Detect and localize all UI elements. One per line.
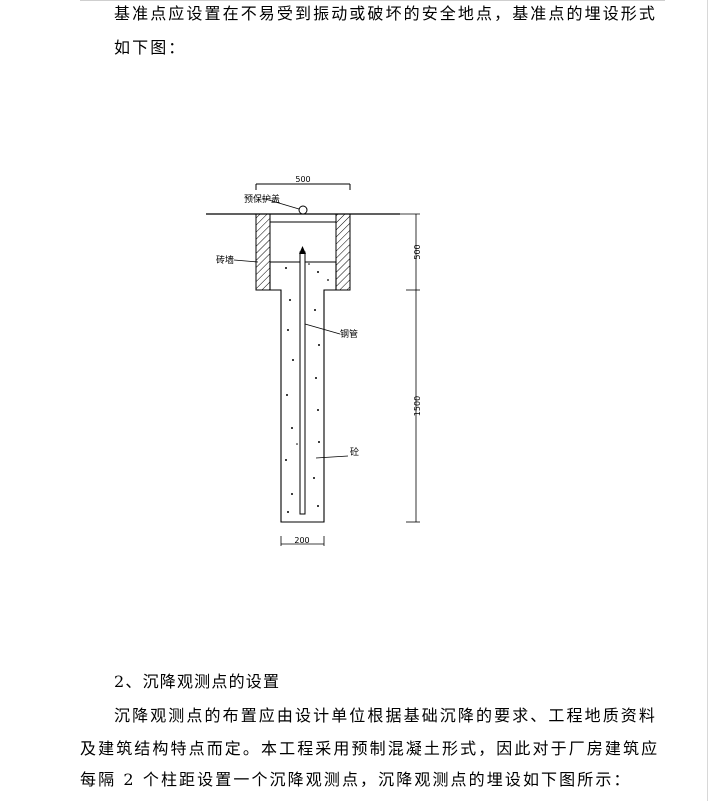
label-brick: 砖墙 (216, 254, 234, 266)
paragraph-2-line-2: 及建筑结构特点而定。本工程采用预制混凝土形式，因此对于厂房建筑应 (80, 739, 660, 758)
concrete-aggregate (285, 263, 329, 513)
brick-wall-right (335, 213, 351, 291)
paragraph-2-line-3: 每隔 2 个柱距设置一个沉降观测点，沉降观测点的埋设如下图所示： (80, 770, 632, 789)
dim-bottom-label: 200 (294, 536, 309, 545)
steel-pipe (299, 251, 306, 515)
concrete-leader (315, 455, 349, 459)
label-concrete: 砼 (350, 446, 359, 458)
pipe-leader (304, 323, 341, 335)
paragraph-2-line-1: 沉降观测点的布置应由设计单位根据基础沉降的要求、工程地质资料 (114, 706, 658, 725)
page-top-rule (80, 0, 665, 1)
concrete-body (269, 261, 337, 523)
section-2-heading: 2、沉降观测点的设置 (114, 672, 281, 691)
dim-upper-label: 500 (413, 244, 422, 259)
dim-top-label: 500 (295, 175, 310, 184)
page-right-edge (707, 0, 708, 801)
label-pipe: 钢管 (340, 328, 358, 340)
brick-leader (233, 259, 259, 263)
label-cap: 预保护盖 (244, 193, 280, 205)
cap-leader (261, 197, 300, 210)
dim-lower-label: 1500 (413, 396, 422, 416)
brick-wall-left (255, 213, 271, 291)
dimension-top-500: 500 (255, 175, 351, 190)
paragraph-1-line-1: 基准点应设置在不易受到振动或破坏的安全地点，基准点的埋设形式 (114, 4, 658, 23)
cap-marker (298, 205, 308, 215)
dimension-bottom-200: 200 (280, 536, 325, 546)
paragraph-1-line-2: 如下图： (114, 38, 187, 57)
dimension-right: 500 1500 (400, 213, 422, 523)
